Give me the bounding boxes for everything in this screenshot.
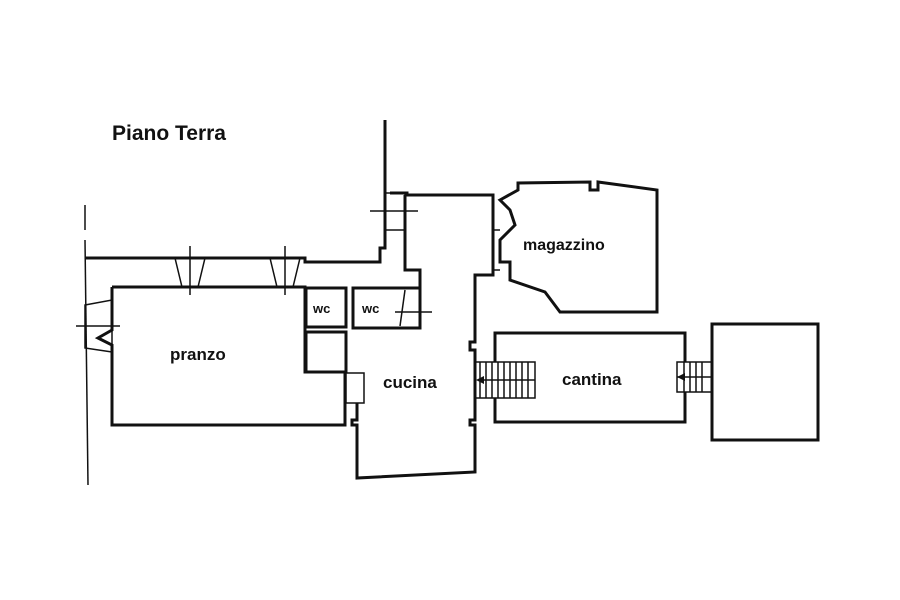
- room-label-pranzo: pranzo: [170, 345, 226, 364]
- stairs-cantina-annex: [676, 361, 713, 393]
- cucina-room: cucina: [350, 191, 495, 480]
- room-label-cantina: cantina: [562, 370, 622, 389]
- plan-title: Piano Terra: [112, 122, 226, 145]
- stairs-cucina-cantina: [474, 361, 536, 399]
- magazzino-room: magazzino: [493, 180, 659, 314]
- annex-room: [710, 322, 820, 442]
- wc-rooms: wc wc: [304, 286, 432, 404]
- room-label-wc-1: wc: [312, 301, 330, 316]
- room-label-magazzino: magazzino: [523, 237, 605, 254]
- boundary-line: [84, 239, 89, 486]
- room-label-cucina: cucina: [383, 373, 437, 392]
- pranzo-room: pranzo: [76, 120, 387, 427]
- room-label-wc-2: wc: [361, 301, 379, 316]
- cantina-room: cantina: [493, 331, 687, 424]
